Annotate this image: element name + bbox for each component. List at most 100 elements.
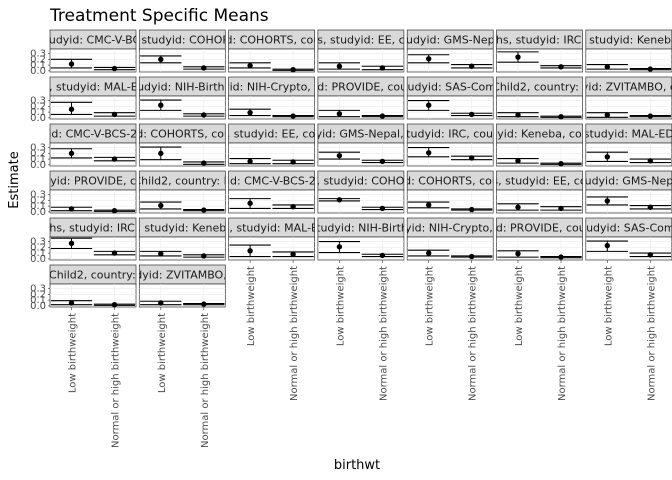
facet-panel: dyid: GMS-Nepal, c: [309, 123, 414, 167]
estimate-point: [158, 202, 164, 209]
estimate-point: [647, 66, 653, 72]
facet-strip-label: dyid: Keneba, cou: [490, 128, 588, 141]
facet-panel: yid: CMC-V-BCS-20: [228, 170, 315, 214]
estimate-point: [201, 112, 207, 118]
estimate-point: [604, 154, 610, 160]
estimate-point: [247, 158, 253, 165]
facet-plot-area: [317, 48, 405, 73]
facet-panel: yid: COHORTS, coun: [138, 123, 226, 167]
estimate-point: [158, 102, 164, 108]
estimate-point: [336, 244, 343, 250]
facet-strip-label: udyid: ZVITAMBO, c: [128, 269, 236, 282]
x-tick-label: Low birthweight: [425, 266, 436, 346]
facet-panel: ns, studyid: MAL-ED,0.00.10.20.3: [30, 76, 149, 124]
facet-panel: ns, studyid: EE, cou: [496, 170, 583, 214]
facet-strip-label: studyid: IRC, coun: [400, 128, 500, 141]
facet-panel: dyid: ZVITAMBO, co: [575, 76, 672, 120]
y-tick-label: 0.3: [30, 49, 46, 60]
estimate-point: [290, 113, 296, 119]
facet-panel: studyid: GMS-Nepal: [585, 170, 672, 214]
facet-plot-area: [138, 142, 226, 167]
estimate-point: [469, 253, 475, 260]
estimate-point: [426, 250, 432, 256]
x-tick-label: Normal or high birthweight: [378, 266, 389, 401]
estimate-point: [379, 205, 386, 212]
facet-plot-area: [496, 48, 583, 73]
x-tick-label: Normal or high birthweight: [557, 266, 568, 401]
x-axis-title: birthwt: [334, 458, 380, 473]
y-tick-label: 0.0: [30, 113, 46, 124]
facet-strip-label: dyid: NIH-Crypto, co: [216, 81, 327, 94]
estimate-point: [604, 64, 610, 70]
estimate-point: [558, 114, 564, 120]
estimate-point: [647, 113, 653, 119]
x-tick-label: Normal or high birthweight: [646, 266, 657, 401]
estimate-point: [426, 202, 432, 208]
facet-strip-label: yid: PROVIDE, coun: [308, 81, 414, 94]
facet-strip-label: s, studyid: Keneba: [132, 222, 233, 235]
estimate-point: [201, 301, 207, 307]
estimate-point: [290, 159, 296, 165]
estimate-point: [469, 155, 475, 161]
estimate-point: [647, 252, 653, 258]
y-tick-label: 0.0: [30, 254, 46, 265]
facet-plot-area: [49, 142, 137, 167]
facet-plot-area: [138, 236, 226, 261]
facet-panel: ns, studyid: COHORTS: [138, 29, 226, 73]
facet-plot-area: [406, 142, 494, 167]
y-tick-label: 0.1: [30, 295, 46, 306]
estimate-point: [158, 300, 164, 306]
facet-strip-label: dyid: ZVITAMBO, co: [575, 81, 672, 94]
estimate-point: [201, 253, 207, 259]
x-tick-label: Normal or high birthweight: [111, 313, 122, 448]
estimate-point: [647, 204, 653, 210]
estimate-point: [647, 158, 653, 164]
facet-plot-area: [228, 189, 315, 214]
estimate-point: [558, 254, 564, 260]
estimate-point: [290, 67, 296, 73]
facet-strip-label: dyid: GMS-Nepal, c: [309, 128, 414, 141]
estimate-point: [379, 113, 386, 119]
facet-plot-area: [496, 189, 583, 214]
facet-strip-label: iaChild2, country: B: [39, 269, 147, 282]
x-tick-label: Low birthweight: [246, 266, 257, 346]
facet-plot-area: [49, 189, 137, 214]
estimate-point: [469, 63, 475, 69]
estimate-point: [558, 64, 564, 70]
estimate-point: [604, 242, 610, 249]
y-tick-label: 0.2: [30, 242, 46, 253]
facet-strip-label: yid: COHORTS, coun: [216, 34, 327, 47]
estimate-point: [336, 152, 343, 159]
facet-strip-label: studyid: NIH-Birth, c: [127, 81, 238, 94]
facet-panel: yid: COHORTS, coun: [216, 29, 327, 73]
facet-strip-label: ns, studyid: COHORT: [304, 175, 419, 188]
facet-panel: yid: COHORTS, coun: [406, 170, 494, 214]
estimate-point: [558, 161, 564, 167]
estimate-point: [379, 252, 386, 259]
x-tick-label: Low birthweight: [68, 313, 79, 393]
y-tick-label: 0.1: [30, 154, 46, 165]
facet-strip-label: aChild2, country: Ba: [127, 175, 238, 188]
estimate-point: [290, 203, 296, 210]
facet-strip-label: nths, studyid: IRC, c: [38, 222, 148, 235]
estimate-point: [604, 112, 610, 118]
estimate-point: [469, 206, 475, 213]
facet-strip-label: iaChild2, country: Ba: [482, 81, 596, 94]
facet-plot-area: [49, 48, 137, 73]
facet-strip-label: ns, studyid: MAL-ED,: [36, 81, 149, 94]
facet-strip-label: s, studyid: Keneba,: [576, 34, 672, 47]
estimate-point: [336, 111, 343, 117]
estimate-point: [201, 160, 207, 166]
estimate-point: [111, 111, 118, 118]
x-tick-label: Low birthweight: [514, 266, 525, 346]
estimate-point: [111, 302, 118, 308]
x-tick-label: Low birthweight: [335, 266, 346, 346]
facet-panel: studyid: SAS-Comp: [406, 76, 494, 120]
facet-strip-label: yid: CMC-V-BCS-20: [42, 128, 144, 141]
estimate-point: [111, 65, 118, 72]
facet-panel: s, studyid: Keneba,: [576, 29, 672, 73]
